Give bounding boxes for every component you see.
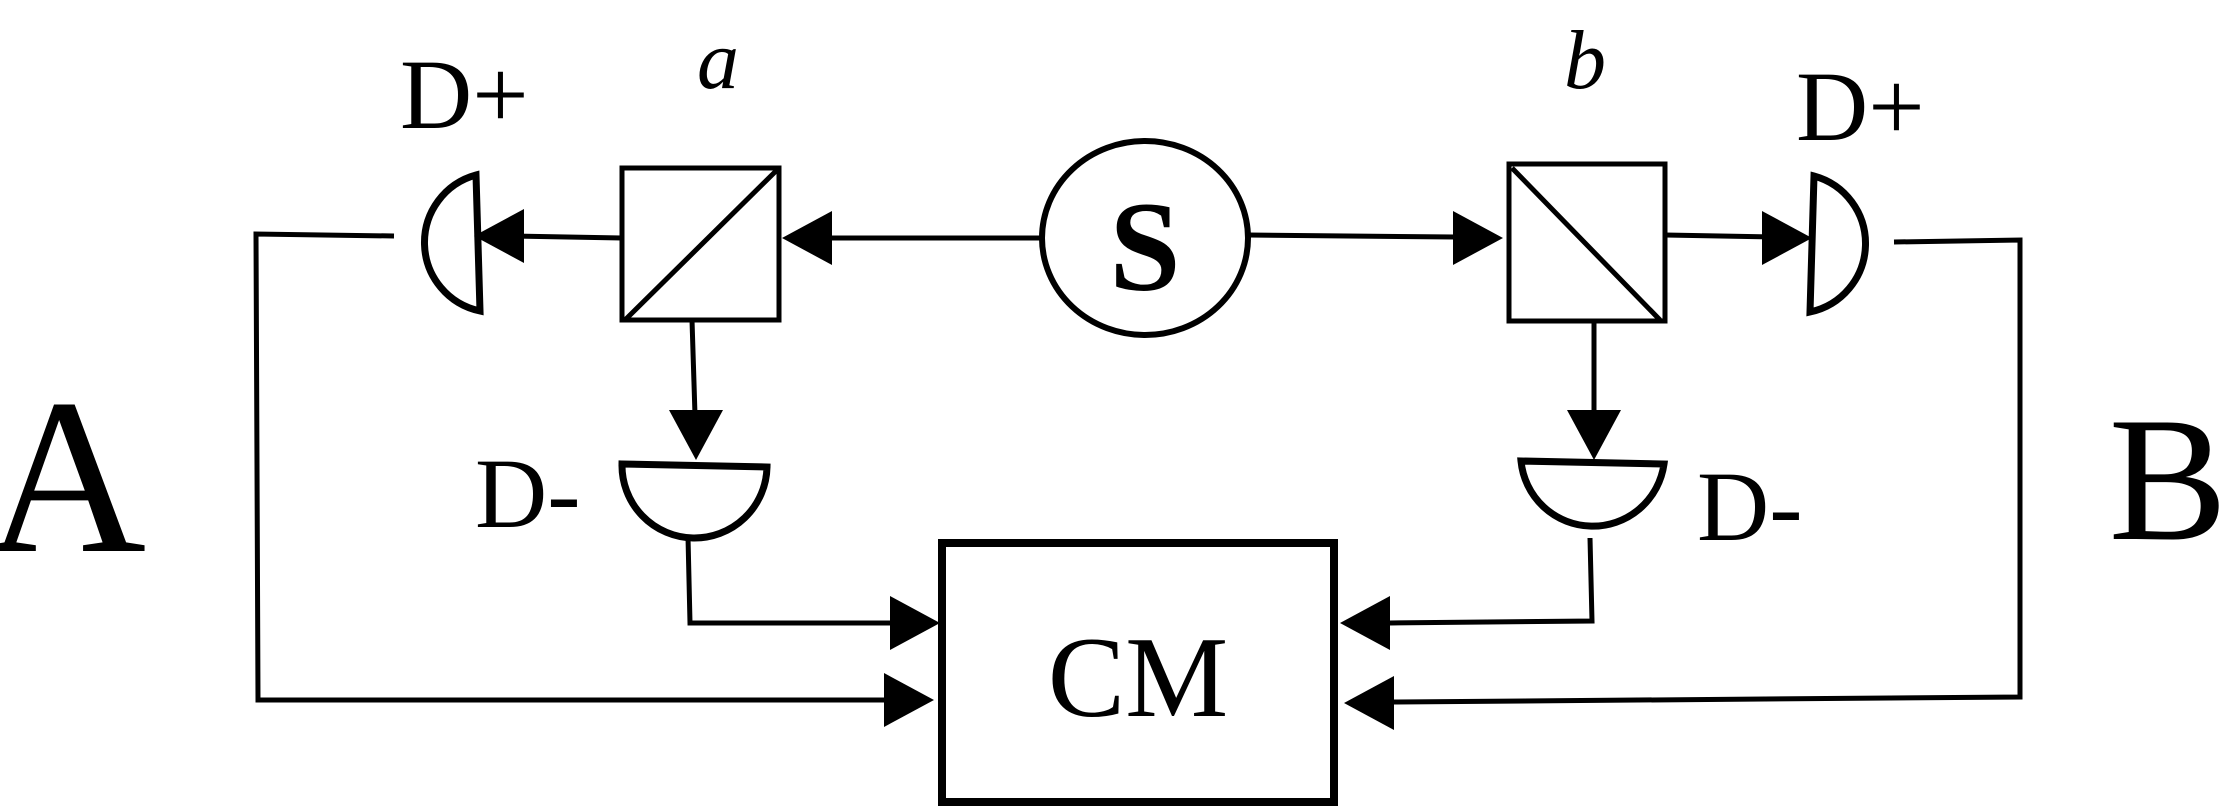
wire-left-d-minus-to-cm (685, 536, 892, 626)
beam-a-to-left-d-plus (511, 233, 623, 241)
arrow-source-to-splitter-b (1453, 211, 1503, 265)
arrow-source-to-splitter-a (782, 211, 832, 265)
splitter-a-label: a (697, 14, 739, 107)
party-a-label: A (0, 354, 146, 600)
cm-label: CM (1048, 614, 1229, 742)
arrow-right-d-plus-to-cm (1344, 676, 1394, 730)
beam-a-to-left-d-minus (689, 319, 698, 416)
left-d-plus-label: D+ (400, 39, 529, 150)
cm-box (938, 539, 1338, 806)
right-d-minus-detector (1517, 457, 1669, 530)
arrow-b-to-right-d-plus (1762, 211, 1812, 265)
beam-source-to-splitter-b (1247, 232, 1456, 240)
arrow-left-d-plus-to-cm (884, 673, 934, 727)
wire-left-d-plus-to-cm (253, 231, 886, 703)
source-s: S (1039, 138, 1251, 338)
source-label: S (1109, 176, 1180, 318)
arrow-a-to-left-d-minus (669, 410, 723, 460)
left-d-minus-label: D- (475, 438, 581, 549)
left-d-plus-detector (421, 170, 484, 316)
right-d-plus-label: D+ (1796, 51, 1925, 162)
arrow-right-d-minus-to-cm (1340, 596, 1390, 650)
beam-splitter-a (619, 165, 782, 323)
beam-b-to-right-d-plus (1664, 232, 1776, 240)
wire-right-d-minus-to-cm (1389, 537, 1595, 626)
party-b-label: B (2109, 380, 2228, 578)
beam-splitter-b (1506, 161, 1668, 324)
arrow-b-to-right-d-minus (1567, 410, 1621, 460)
splitter-b-label: b (1564, 14, 1606, 107)
left-d-minus-detector (618, 460, 771, 542)
arrow-left-d-minus-to-cm (890, 596, 940, 650)
right-d-minus-label: D- (1697, 451, 1803, 562)
right-d-plus-detector (1806, 171, 1869, 317)
wire-right-d-plus-to-cm (1392, 237, 2023, 705)
